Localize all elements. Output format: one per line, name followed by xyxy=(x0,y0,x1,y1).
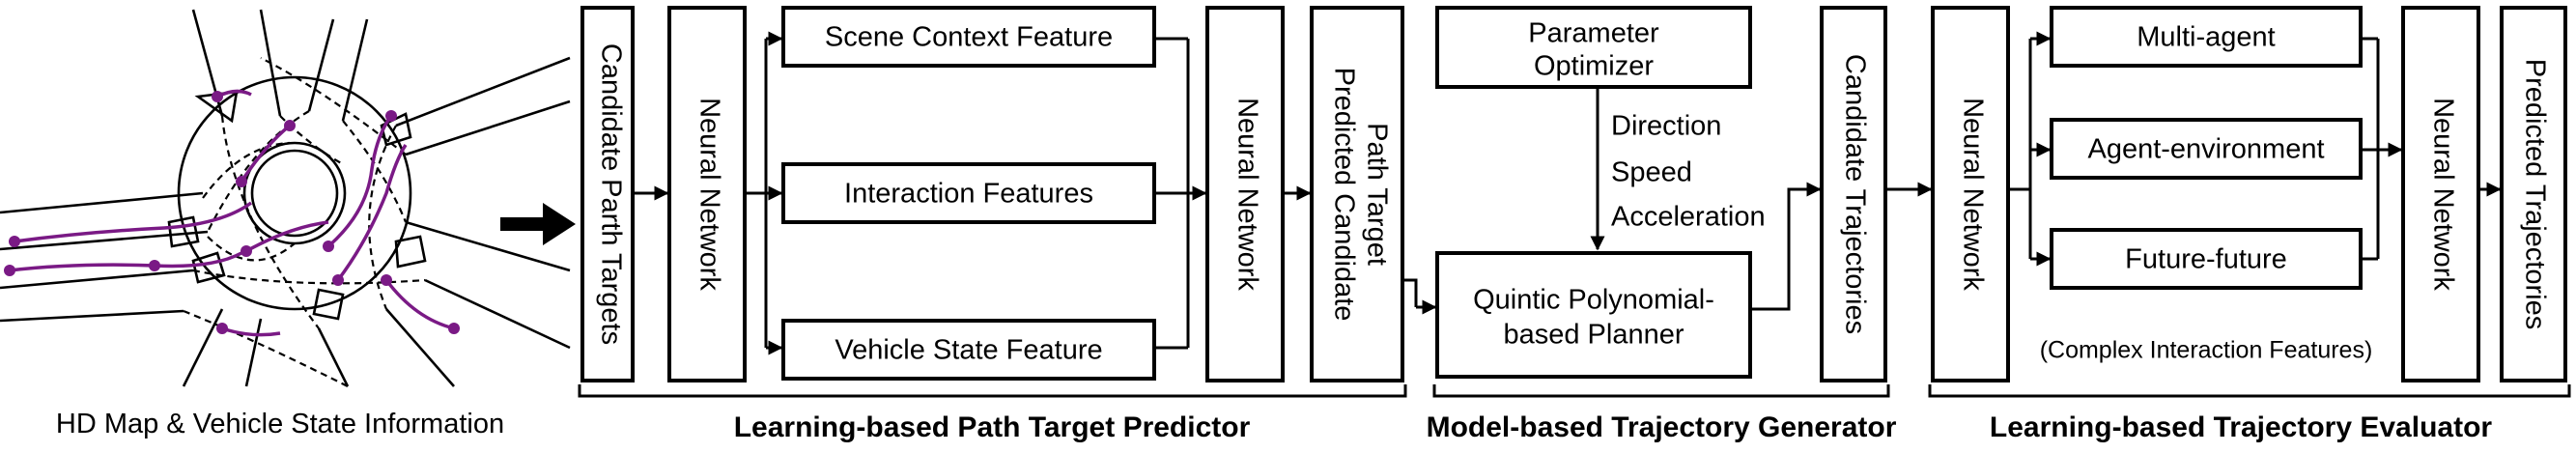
quintic-planner-box xyxy=(1435,251,1752,379)
predictor-nn1-label: Neural Network xyxy=(694,98,724,291)
multi-agent-label: Multi-agent xyxy=(2137,22,2275,53)
parameter-optimizer-box xyxy=(1435,6,1752,89)
evaluator-nn1-label: Neural Network xyxy=(1957,98,1988,291)
multi-agent-box xyxy=(2050,6,2363,68)
map-caption: HD Map & Vehicle State Information xyxy=(56,409,504,439)
interaction-features-label: Interaction Features xyxy=(844,179,1093,210)
interaction-features-box xyxy=(781,162,1156,224)
vehicle-state-label: Vehicle State Feature xyxy=(835,335,1102,366)
predictor-nn2-box xyxy=(1205,6,1285,382)
future-future-label: Future-future xyxy=(2125,244,2287,275)
quintic-planner-label-1: Quintic Polynomial- xyxy=(1473,285,1714,316)
predicted-trajectories-box xyxy=(2500,6,2567,382)
hd-map-illustration xyxy=(0,9,571,387)
evaluator-nn2-box xyxy=(2401,6,2480,382)
scene-context-box xyxy=(781,6,1156,68)
scene-context-label: Scene Context Feature xyxy=(825,22,1113,53)
predicted-trajectories-label: Predicted Trajectories xyxy=(2519,59,2550,329)
vehicle-state-box xyxy=(781,319,1156,381)
input-arrow xyxy=(500,203,576,245)
predicted-candidate-label-1: Predicted Candidate xyxy=(1328,68,1359,322)
candidate-trajectories-box xyxy=(1820,6,1887,382)
predictor-title: Learning-based Path Target Predictor xyxy=(734,411,1251,443)
direction-label: Direction xyxy=(1611,111,1721,142)
agent-environment-box xyxy=(2050,118,2363,180)
speed-label: Speed xyxy=(1611,157,1692,188)
candidate-trajectories-label: Candidate Trajectories xyxy=(1839,54,1870,334)
parameter-optimizer-label-1: Parameter xyxy=(1528,18,1659,49)
predicted-candidate-label-2: Path Target xyxy=(1361,123,1392,266)
evaluator-title: Learning-based Trajectory Evaluator xyxy=(1990,411,2492,443)
evaluator-section: Neural Network Multi-agent Agent-environ… xyxy=(1885,6,2571,443)
parameter-optimizer-label-2: Optimizer xyxy=(1534,51,1654,82)
predictor-nn2-label: Neural Network xyxy=(1231,98,1262,291)
evaluator-nn2-label: Neural Network xyxy=(2427,98,2458,291)
predicted-candidate-box xyxy=(1310,6,1404,382)
acceleration-label: Acceleration xyxy=(1611,202,1766,233)
agent-environment-label: Agent-environment xyxy=(2087,134,2324,165)
complex-interaction-label: (Complex Interaction Features) xyxy=(2040,337,2373,364)
candidate-path-targets-box xyxy=(580,6,635,382)
candidate-path-targets-label: Candidate Parth Targets xyxy=(595,43,626,345)
predictor-nn1-box xyxy=(667,6,747,382)
predictor-section: Candidate Parth Targets Neural Network S… xyxy=(578,6,1407,443)
generator-section: Parameter Optimizer Direction Speed Acce… xyxy=(1402,6,1897,443)
quintic-planner-label-2: based Planner xyxy=(1503,320,1684,351)
evaluator-nn1-box xyxy=(1931,6,2010,382)
generator-title: Model-based Trajectory Generator xyxy=(1427,411,1897,443)
